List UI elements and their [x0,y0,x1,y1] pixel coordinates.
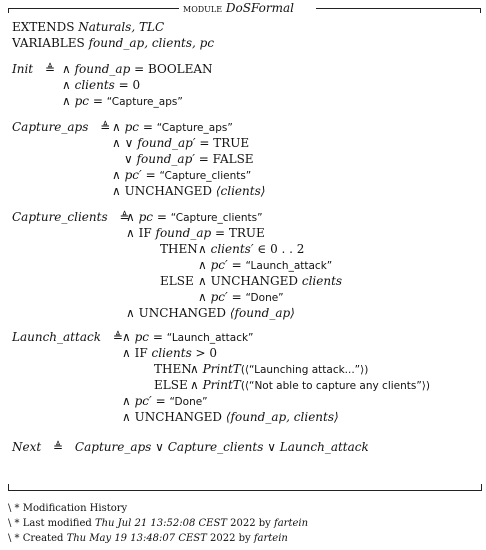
variables-keyword: VARIABLES [12,36,85,50]
capture-aps-line-4: ∧ pc′ = “Capture_clients” [112,168,252,182]
module-name: DoSFormal [225,1,294,15]
launch-attack-line-5: ∧ pc′ = “Done” [122,394,208,408]
capture-clients-definition: Capture_clients ≜ [12,210,130,224]
capture-aps-definition: Capture_aps ≜ [12,120,111,134]
module-header: module DoSFormal [8,1,481,16]
capture-aps-line-3: ∨ found_ap′ = FALSE [124,152,254,166]
capture-clients-line-1: ∧ pc = “Capture_clients” [126,210,263,224]
extends-keyword: EXTENDS [12,20,75,34]
launch-attack-line-4: ELSE∧ PrintT(⟨“Not able to capture any c… [154,378,430,392]
launch-attack-line-2: ∧ IF clients > 0 [122,346,218,360]
extends-names: Naturals, TLC [78,20,165,34]
launch-attack-name: Launch_attack [12,330,101,344]
footer-line-2: \ * Last modified Thu Jul 21 13:52:08 CE… [8,518,309,529]
module-keyword: module [183,1,223,15]
footer-line-3: \ * Created Thu May 19 13:48:07 CEST 202… [8,533,288,544]
module-title: module DoSFormal [183,1,294,15]
capture-clients-line-7: ∧ UNCHANGED ⟨found_ap⟩ [126,306,295,320]
capture-aps-line-2: ∧ ∨ found_ap′ = TRUE [112,136,250,150]
init-name: Init [12,62,34,76]
module-footer-rule [8,484,482,491]
module-rule-right [316,8,481,13]
module-rule-left [8,8,179,13]
init-definition: Init ≜ [12,62,55,76]
defeq-symbol: ≜ [44,62,56,76]
next-definition: Next ≜ Capture_aps ∨ Capture_clients ∨ L… [12,440,369,454]
capture-aps-line-1: ∧ pc = “Capture_aps” [112,120,233,134]
init-line-3: ∧ pc = “Capture_aps” [62,94,183,108]
launch-attack-definition: Launch_attack ≜ [12,330,123,344]
capture-clients-name: Capture_clients [12,210,108,224]
variables-names: found_ap, clients, pc [88,36,215,50]
capture-clients-line-3: THEN∧ clients′ ∈ 0 . . 2 [160,242,305,256]
variables-line: VARIABLES found_ap, clients, pc [12,36,214,50]
footer-line-1: \ * Modification History [8,503,128,514]
capture-aps-name: Capture_aps [12,120,89,134]
capture-clients-line-2: ∧ IF found_ap = TRUE [126,226,265,240]
launch-attack-line-3: THEN∧ PrintT(⟨“Launching attack...”⟩) [154,362,369,376]
capture-clients-line-5: ELSE∧ UNCHANGED clients [160,274,343,288]
launch-attack-line-6: ∧ UNCHANGED ⟨found_ap, clients⟩ [122,410,339,424]
capture-aps-line-5: ∧ UNCHANGED ⟨clients⟩ [112,184,266,198]
extends-line: EXTENDS Naturals, TLC [12,20,164,34]
capture-clients-line-4: ∧ pc′ = “Launch_attack” [198,258,333,272]
init-line-2: ∧ clients = 0 [62,78,141,92]
capture-clients-line-6: ∧ pc′ = “Done” [198,290,284,304]
init-line-1: ∧ found_ap = BOOLEAN [62,62,213,76]
next-name: Next [12,440,42,454]
launch-attack-line-1: ∧ pc = “Launch_attack” [122,330,254,344]
